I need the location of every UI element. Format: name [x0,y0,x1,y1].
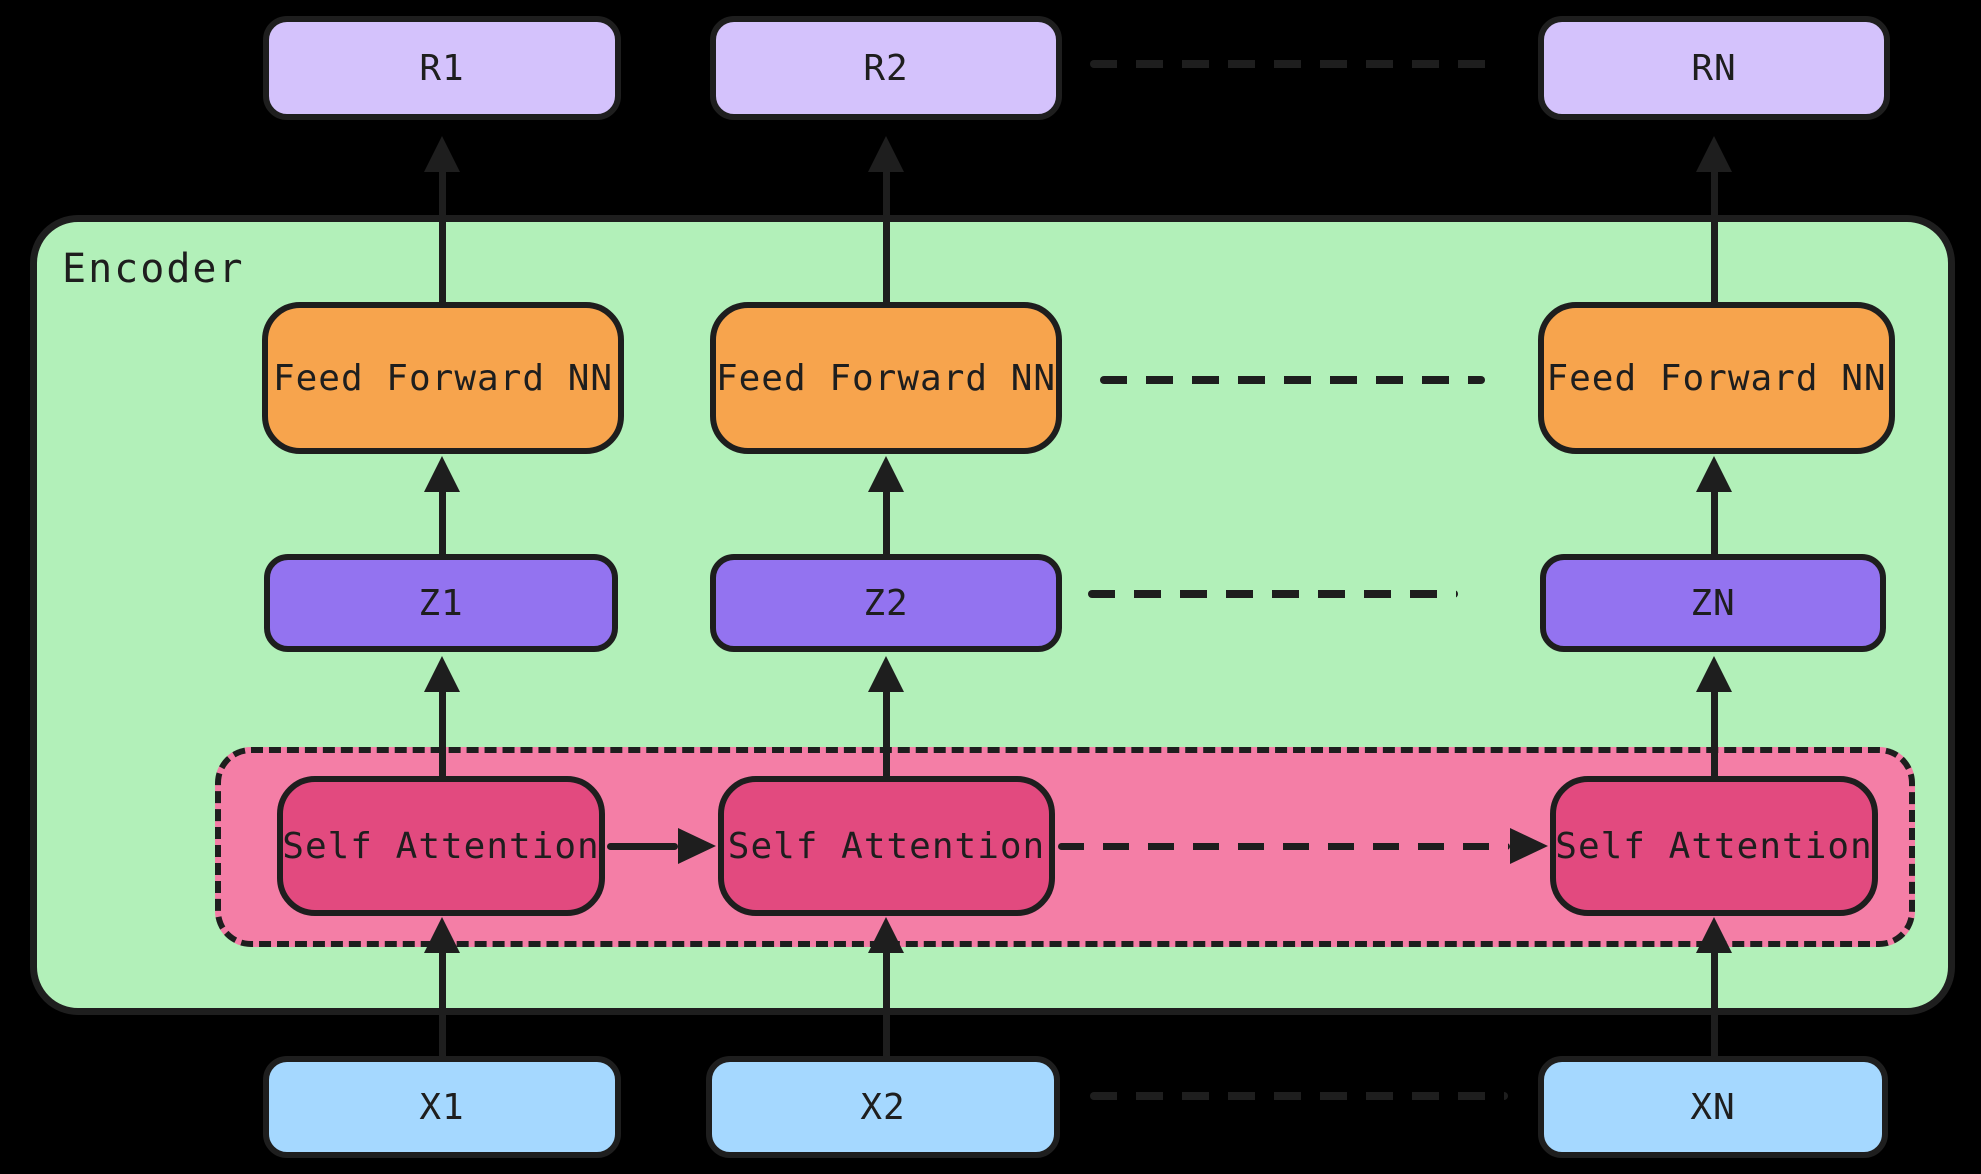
arrowhead-up-icon [1696,136,1732,172]
feed-forward-box-1: Feed Forward NN [262,302,624,454]
arrowhead-up-icon [424,456,460,492]
result-label-1: R1 [419,47,465,89]
arrow-feedforward1-to-r1 [422,136,462,304]
arrow-zn-to-feedforwardn [1694,456,1734,556]
arrowhead-up-icon [868,136,904,172]
arrow-x1-to-selfattention1 [422,917,462,1058]
feed-forward-box-n: Feed Forward NN [1538,302,1895,454]
z-label-1: Z1 [418,582,464,624]
arrowhead-up-icon [868,456,904,492]
self-attention-label-1: Self Attention [282,825,600,867]
encoder-label: Encoder [62,246,245,292]
arrowhead-up-icon [424,656,460,692]
z-box-1: Z1 [264,554,618,652]
self-attention-box-2: Self Attention [718,776,1055,916]
input-box-1: X1 [263,1056,621,1158]
arrowhead-up-icon [424,917,460,953]
input-label-1: X1 [419,1086,465,1128]
feed-forward-box-2: Feed Forward NN [710,302,1062,454]
arrow-z1-to-feedforward1 [422,456,462,556]
arrow-z2-to-feedforward2 [866,456,906,556]
input-box-n: XN [1538,1056,1888,1158]
result-box-1: R1 [263,16,621,120]
arrowhead-right-icon [1510,828,1548,864]
arrowhead-up-icon [868,917,904,953]
arrowhead-up-icon [1696,917,1732,953]
result-label-2: R2 [863,47,909,89]
result-box-n: RN [1538,16,1890,120]
ellipsis-dashes-input-row [1090,1092,1508,1100]
result-label-n: RN [1691,47,1737,89]
ellipsis-dashes-z-row [1088,590,1458,598]
z-box-2: Z2 [710,554,1062,652]
arrow-x2-to-selfattention2 [866,917,906,1058]
feed-forward-label-2: Feed Forward NN [715,357,1057,399]
arrow-selfattention2-to-z2 [866,656,906,778]
input-label-2: X2 [860,1086,906,1128]
result-box-2: R2 [710,16,1062,120]
arrow-feedforwardn-to-rn [1694,136,1734,304]
arrowhead-up-icon [1696,456,1732,492]
arrow-xn-to-selfattentionn [1694,917,1734,1058]
ellipsis-dashes-feedforward-row [1100,376,1485,384]
feed-forward-label-n: Feed Forward NN [1546,357,1887,399]
arrow-selfattentionn-to-zn [1694,656,1734,778]
z-label-2: Z2 [863,582,909,624]
arrow-feedforward2-to-r2 [866,136,906,304]
z-box-n: ZN [1540,554,1886,652]
self-attention-box-n: Self Attention [1550,776,1878,916]
arrowhead-up-icon [868,656,904,692]
input-box-2: X2 [706,1056,1060,1158]
feed-forward-label-1: Feed Forward NN [272,357,614,399]
self-attention-label-n: Self Attention [1555,825,1873,867]
arrowhead-up-icon [1696,656,1732,692]
z-label-n: ZN [1690,582,1736,624]
self-attention-label-2: Self Attention [727,825,1046,867]
self-attention-box-1: Self Attention [277,776,605,916]
arrowhead-right-icon [678,828,716,864]
arrow-selfattention1-to-z1 [422,656,462,778]
ellipsis-dashes-result-row [1090,60,1500,68]
input-label-n: XN [1690,1086,1736,1128]
arrowhead-up-icon [424,136,460,172]
arrow-selfattention2-to-selfattentionn [1058,826,1548,866]
arrow-selfattention1-to-selfattention2 [607,826,716,866]
